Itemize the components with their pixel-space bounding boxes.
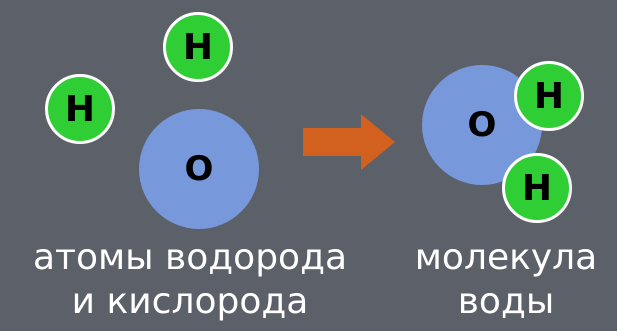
hydrogen-atom-top: H — [163, 12, 233, 82]
caption-molecule-line2: воды — [457, 281, 555, 322]
caption-atoms: атомы водорода и кислорода — [0, 236, 380, 324]
hydrogen-atom-left: H — [45, 74, 115, 144]
hydrogen-atom-molecule-bottom: H — [502, 153, 572, 223]
caption-atoms-line1: атомы водорода — [32, 237, 348, 278]
hydrogen-atom-molecule-top: H — [514, 61, 584, 131]
caption-atoms-line2: и кислорода — [71, 281, 309, 322]
oxygen-atom-separate: O — [139, 109, 259, 229]
caption-molecule: молекула воды — [395, 236, 617, 324]
caption-molecule-line1: молекула — [414, 237, 598, 278]
reaction-arrow-icon — [303, 114, 395, 170]
